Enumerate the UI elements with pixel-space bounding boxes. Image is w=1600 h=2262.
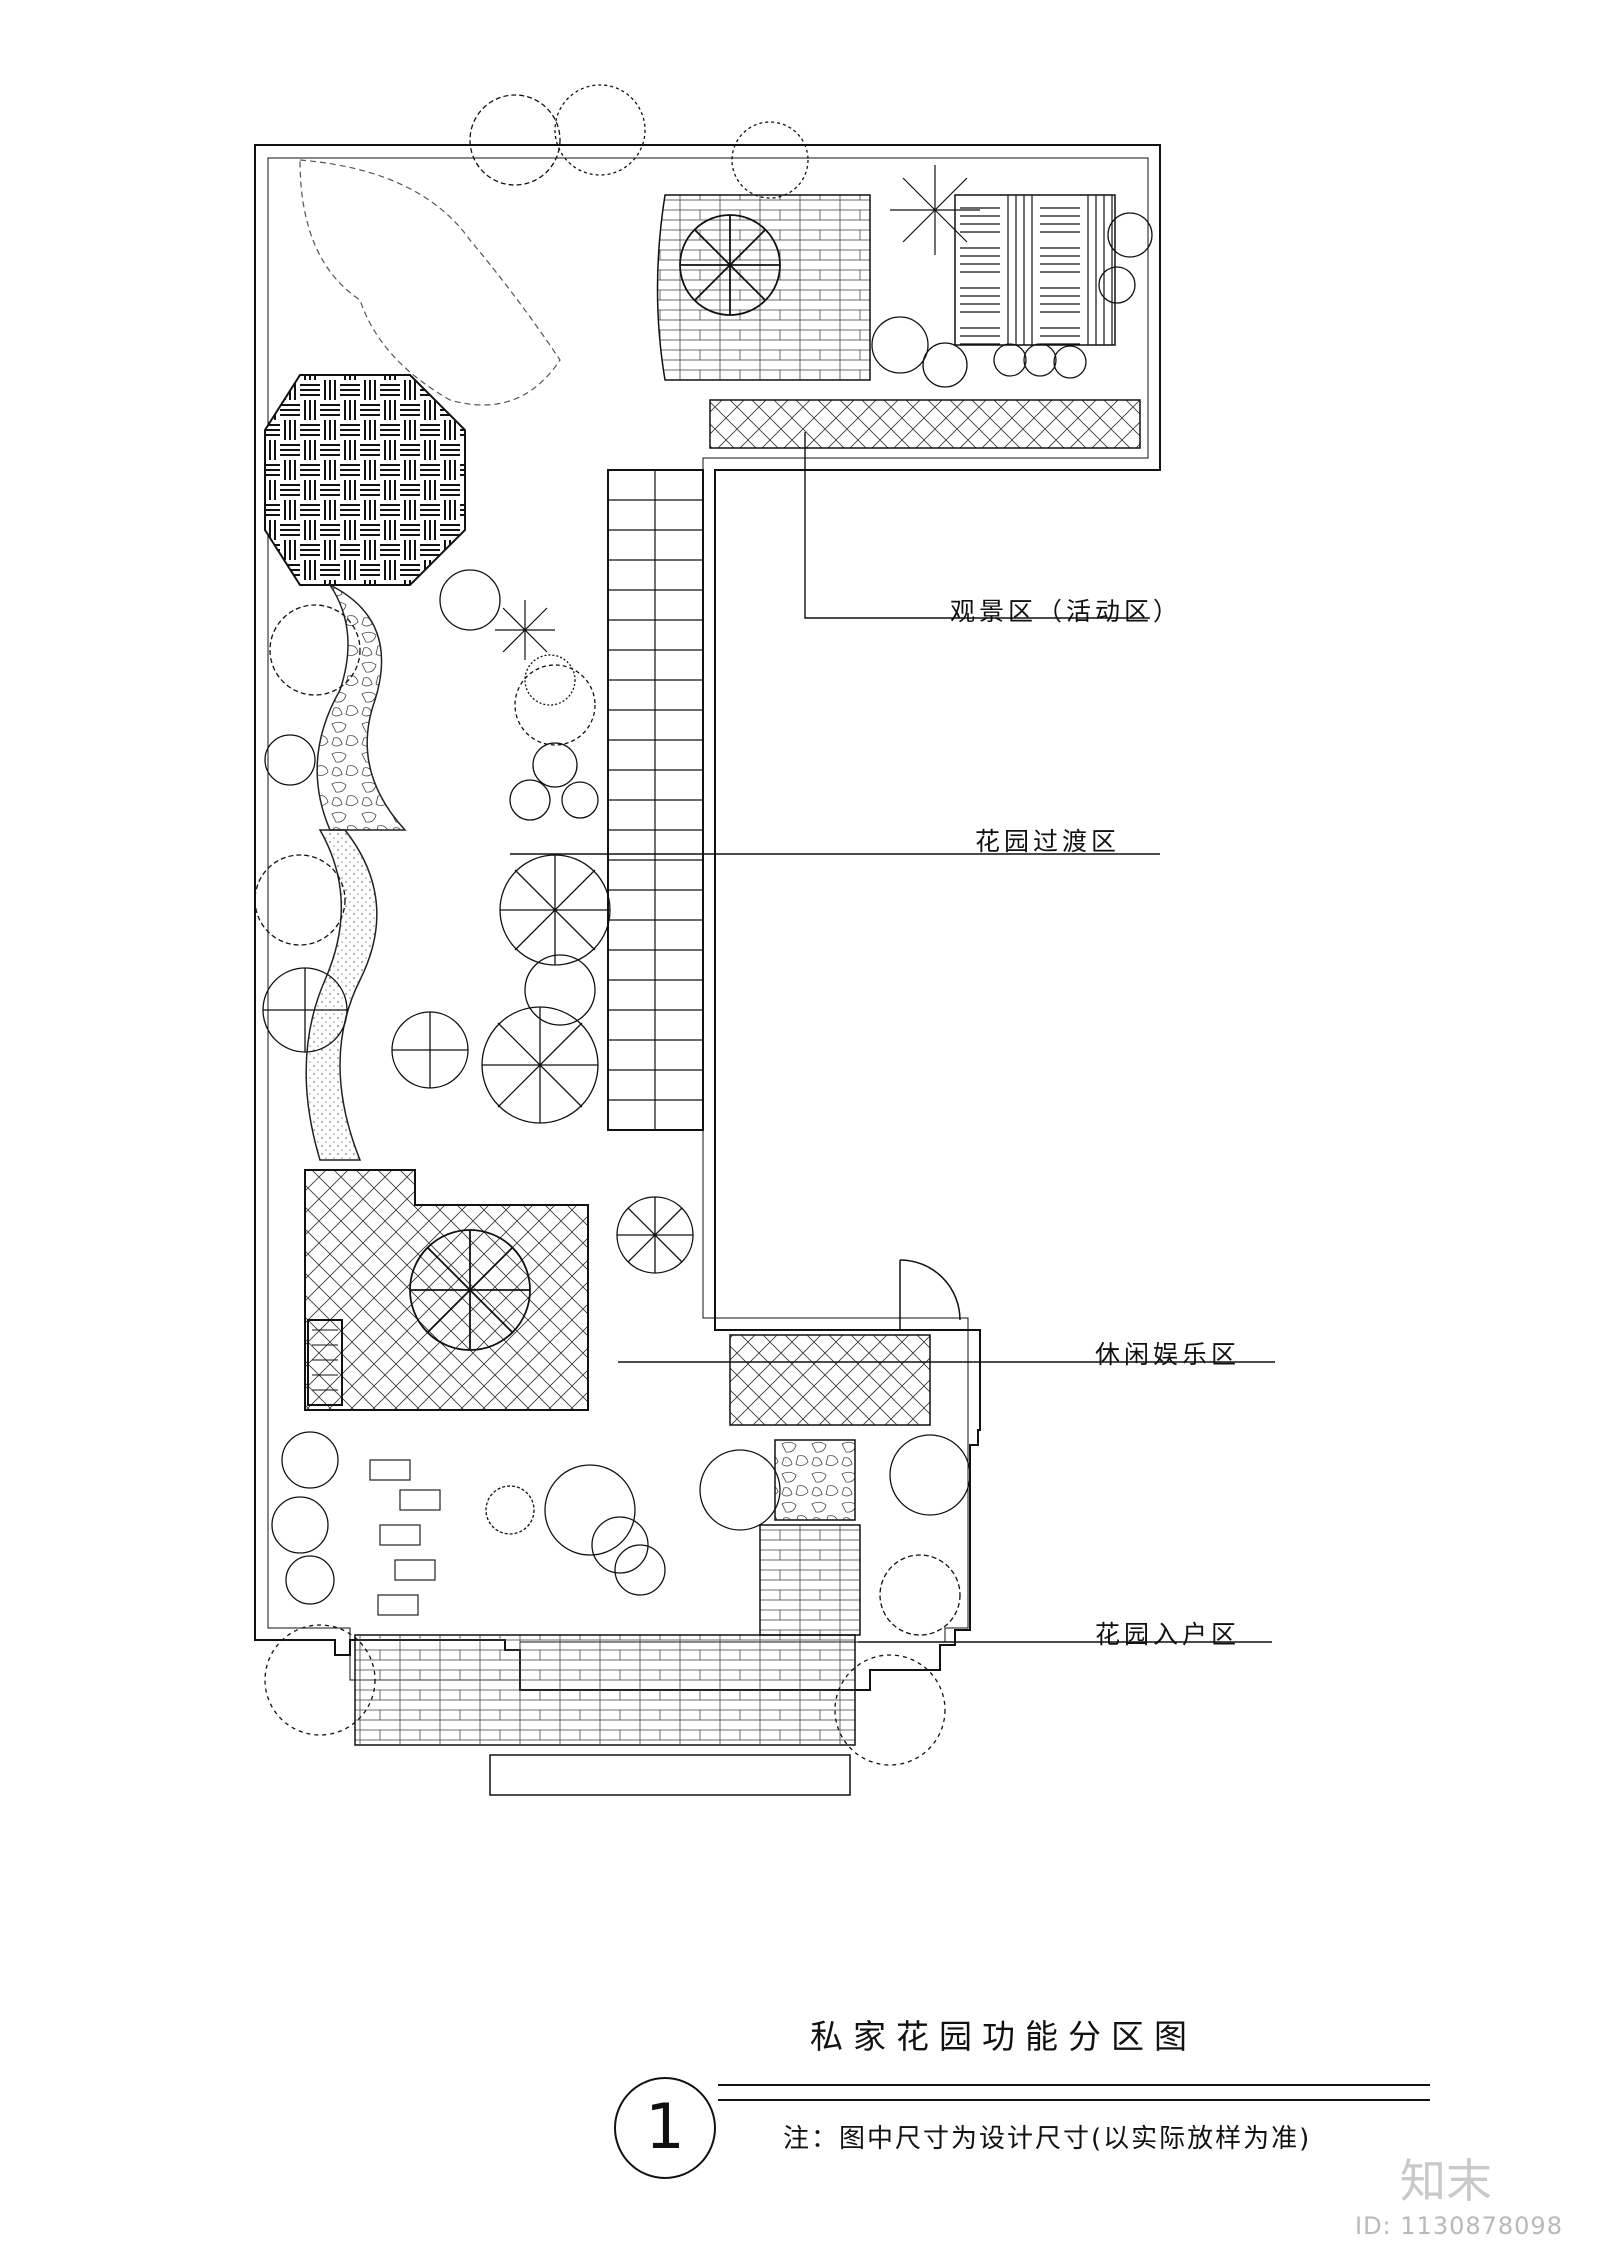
entrance-step <box>729 1334 931 1426</box>
viewing-patio <box>656 194 871 381</box>
leader-lines <box>510 432 1275 1643</box>
stepping-stones <box>369 1459 441 1616</box>
watermark-logo: 知末 <box>1400 2154 1492 2208</box>
deck-paving <box>954 194 1116 346</box>
plant-symbols <box>254 84 1153 1766</box>
umbrella-icon <box>409 214 781 1351</box>
drawing-note: 注：图中尺寸为设计尺寸(以实际放样为准) <box>783 2124 1312 2154</box>
watermark-id: ID: 1130878098 <box>1355 2212 1563 2240</box>
zone-label-viewing: 观景区（活动区） <box>950 597 1183 626</box>
front-brick-paving <box>354 1634 856 1746</box>
zone-label-entrance: 花园入户区 <box>1095 1620 1241 1649</box>
zone-label-transition: 花园过渡区 <box>975 827 1121 856</box>
front-planter <box>489 1754 851 1796</box>
planter-strip-top <box>709 399 1141 449</box>
octagon-weave-paving <box>264 374 466 586</box>
zone-label-leisure: 休闲娱乐区 <box>1095 1340 1241 1369</box>
stone-path <box>316 583 407 831</box>
palm-plant-symbols <box>495 165 980 660</box>
drawing-title: 私家花园功能分区图 <box>810 2017 1197 2056</box>
drawing-number-symbol <box>614 2077 1430 2179</box>
entrance-gravel <box>774 1439 856 1521</box>
bench <box>307 1319 343 1406</box>
pond <box>299 159 561 406</box>
gravel-path <box>305 829 378 1161</box>
site-boundary <box>254 144 1161 1691</box>
entrance-brick-walk <box>759 1524 861 1636</box>
drawing-number: 1 <box>645 2090 685 2163</box>
